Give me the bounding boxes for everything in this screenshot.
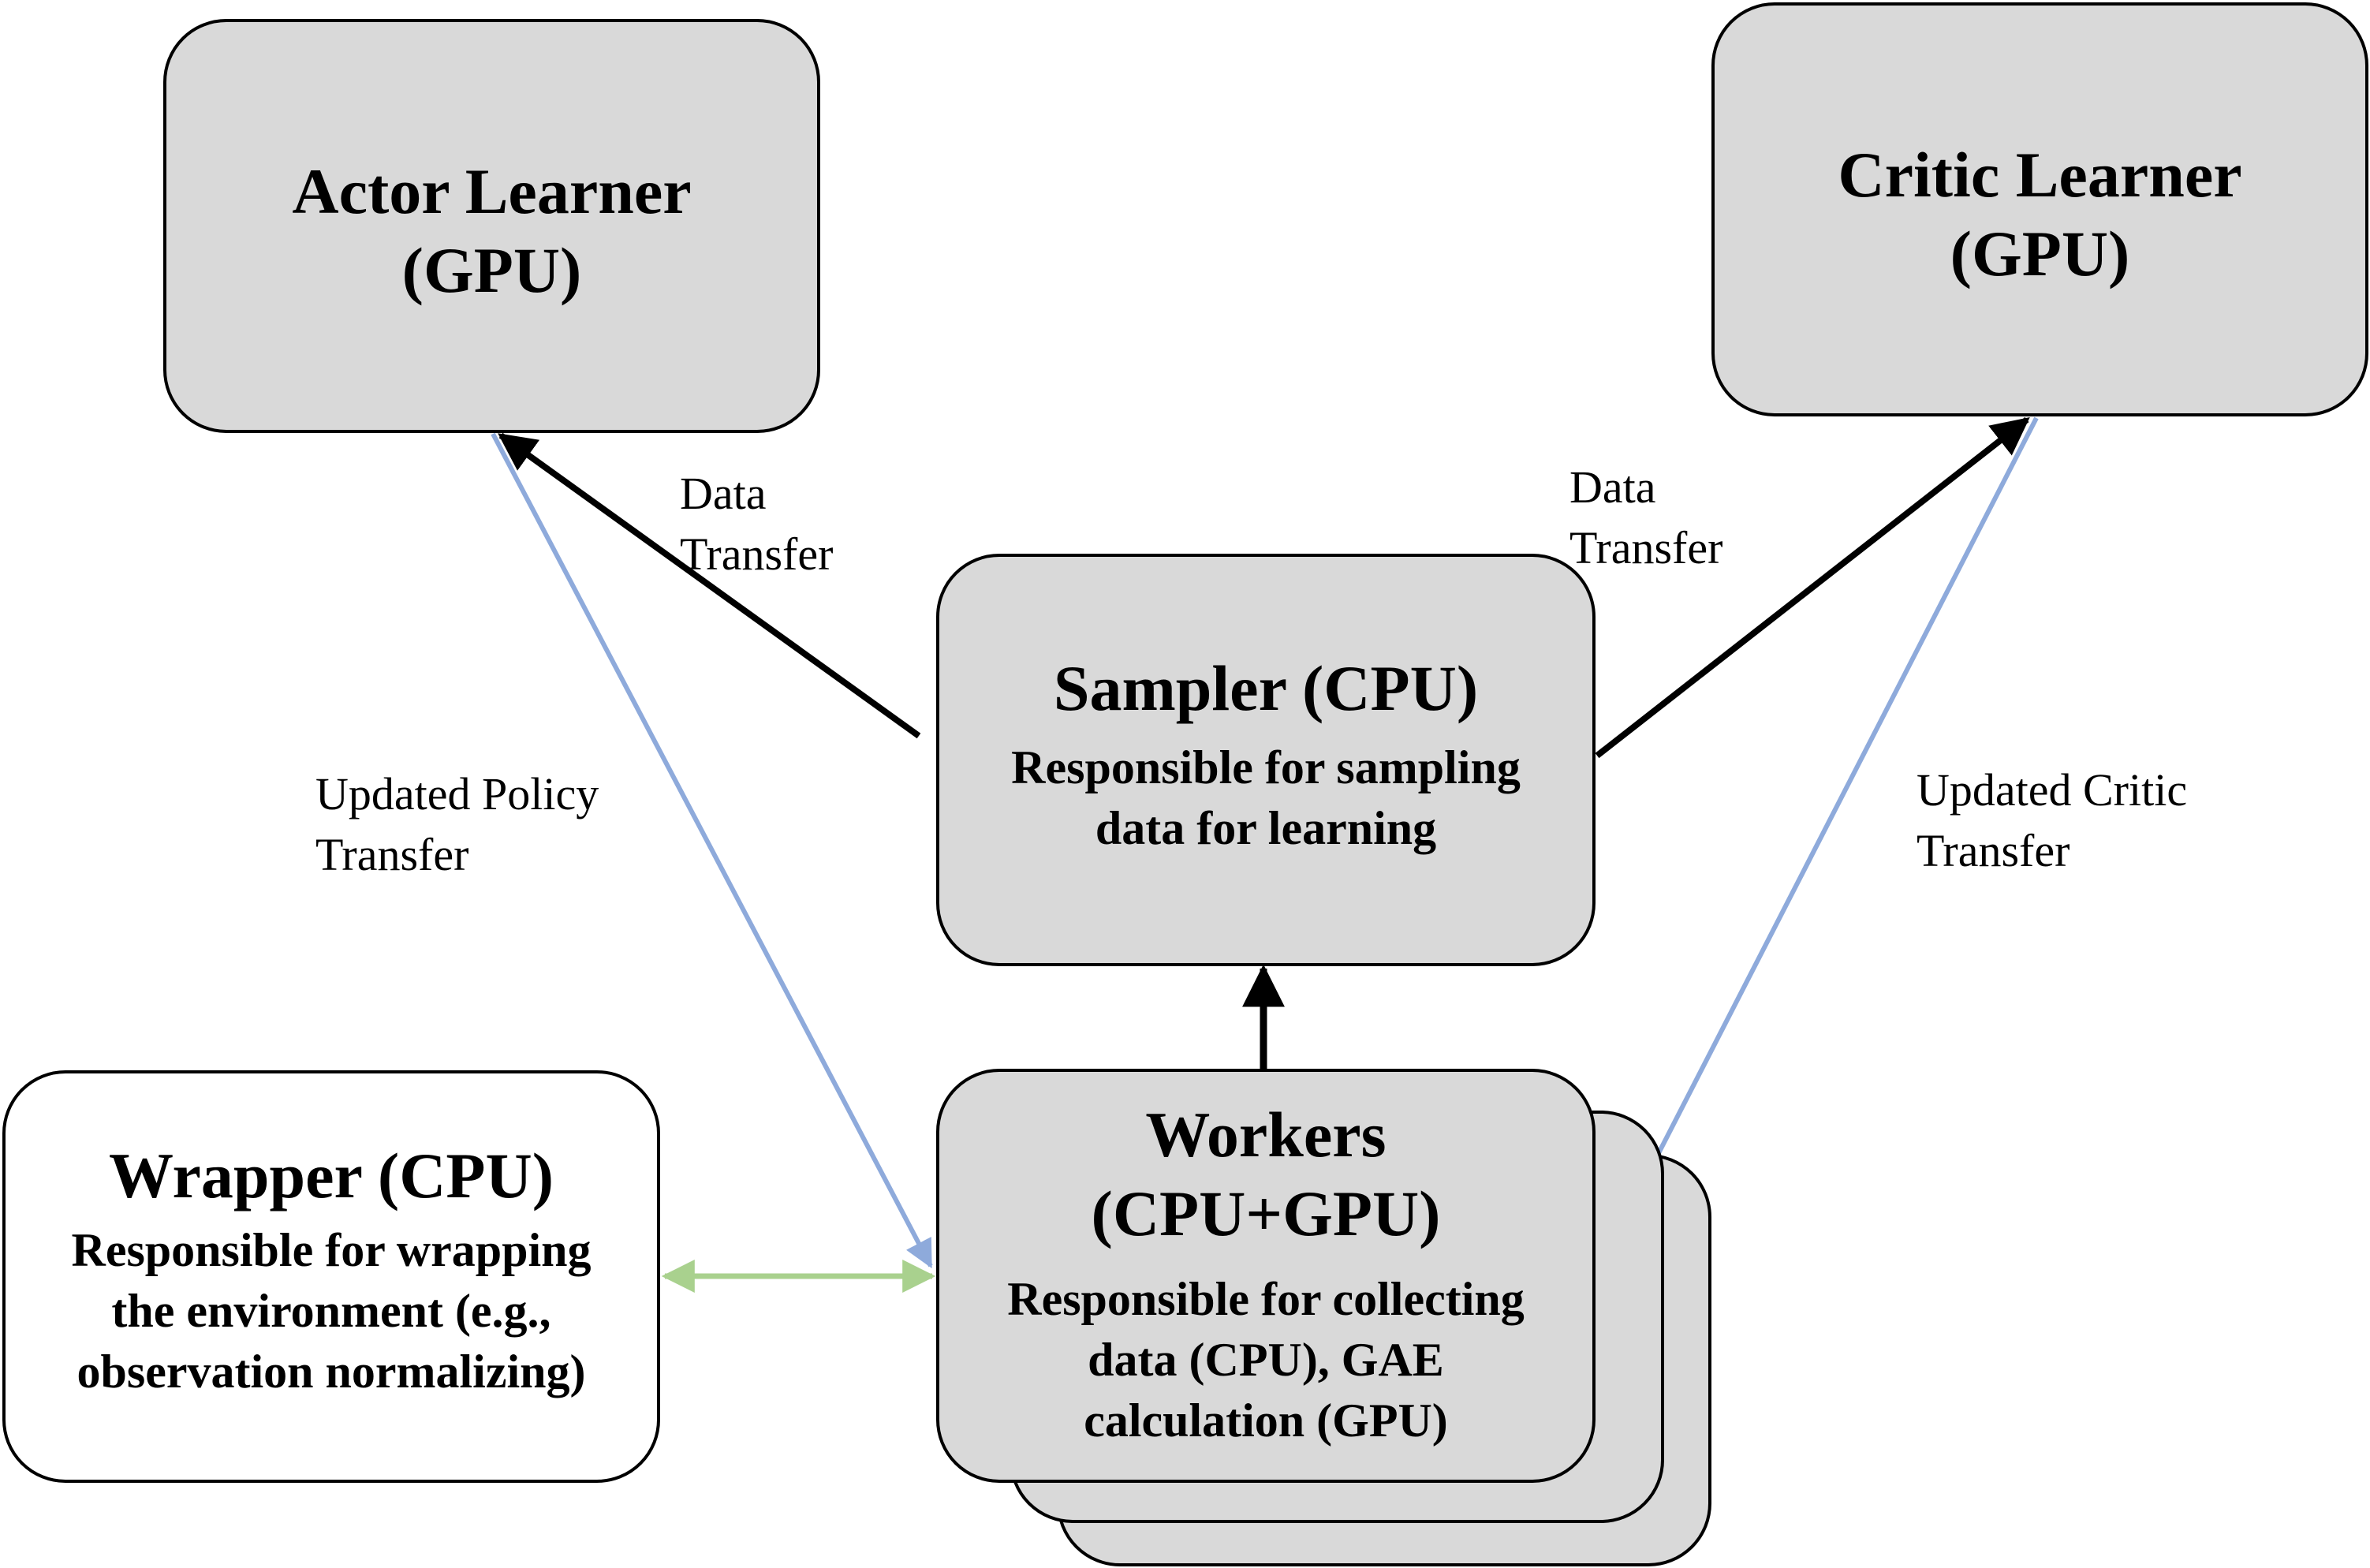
sampler-node: Sampler (CPU) Responsible for sampling d… <box>936 554 1596 966</box>
workers-description-line: Responsible for collecting <box>1007 1273 1525 1325</box>
updated-policy-label-line: Updated Policy <box>315 768 599 819</box>
wrapper-description: Responsible for wrapping the environment… <box>71 1220 591 1402</box>
updated-critic-arrow <box>1596 416 2039 1273</box>
wrapper-description-line: Responsible for wrapping <box>71 1224 592 1276</box>
updated-policy-label: Updated Policy Transfer <box>315 763 599 885</box>
workers-description-line: calculation (GPU) <box>1084 1394 1448 1447</box>
data-transfer-right-label: Data Transfer <box>1569 457 1722 578</box>
wrapper-title-line: Wrapper (CPU) <box>108 1140 554 1211</box>
critic-learner-title-line: Critic Learner <box>1838 139 2242 211</box>
sampler-description: Responsible for sampling data for learni… <box>1011 737 1521 859</box>
updated-critic-label: Updated Critic Transfer <box>1917 760 2187 881</box>
data-transfer-to-actor-arrow <box>498 432 921 739</box>
wrapper-title: Wrapper (CPU) <box>109 1137 554 1215</box>
actor-learner-title-line: Actor Learner <box>292 155 692 227</box>
data-transfer-left-label-line: Transfer <box>680 528 834 580</box>
updated-critic-label-line: Updated Critic <box>1917 764 2188 816</box>
actor-learner-title-line: (GPU) <box>401 234 582 306</box>
data-transfer-to-critic-arrow <box>1595 416 2030 759</box>
sampler-title-line: Sampler (CPU) <box>1053 652 1479 724</box>
sampler-description-line: data for learning <box>1095 802 1437 854</box>
updated-policy-arrow <box>491 432 933 1269</box>
wrapper-description-line: observation normalizing) <box>77 1346 586 1398</box>
updated-critic-label-line: Transfer <box>1917 825 2070 876</box>
workers-title: Workers (CPU+GPU) <box>1092 1096 1441 1253</box>
sampler-description-line: Responsible for sampling <box>1011 741 1521 793</box>
sampler-title: Sampler (CPU) <box>1054 649 1478 728</box>
actor-learner-title: Actor Learner (GPU) <box>292 152 691 310</box>
data-transfer-right-label-line: Transfer <box>1569 522 1723 573</box>
workers-description-line: data (CPU), GAE <box>1088 1334 1444 1386</box>
workers-title-line: Workers <box>1145 1099 1387 1170</box>
actor-learner-node: Actor Learner (GPU) <box>163 19 820 433</box>
data-transfer-left-label: Data Transfer <box>680 463 833 584</box>
critic-learner-title-line: (GPU) <box>1950 218 2130 289</box>
updated-policy-label-line: Transfer <box>315 829 469 880</box>
workers-node: Workers (CPU+GPU) Responsible for collec… <box>936 1069 1596 1483</box>
critic-learner-title: Critic Learner (GPU) <box>1838 136 2241 293</box>
wrapper-node: Wrapper (CPU) Responsible for wrapping t… <box>2 1070 660 1483</box>
critic-learner-node: Critic Learner (GPU) <box>1711 2 2368 416</box>
wrapper-description-line: the environment (e.g., <box>111 1285 551 1337</box>
data-transfer-left-label-line: Data <box>680 468 767 519</box>
workers-title-line: (CPU+GPU) <box>1091 1178 1441 1249</box>
workers-description: Responsible for collecting data (CPU), G… <box>1007 1269 1525 1451</box>
data-transfer-right-label-line: Data <box>1569 461 1656 513</box>
